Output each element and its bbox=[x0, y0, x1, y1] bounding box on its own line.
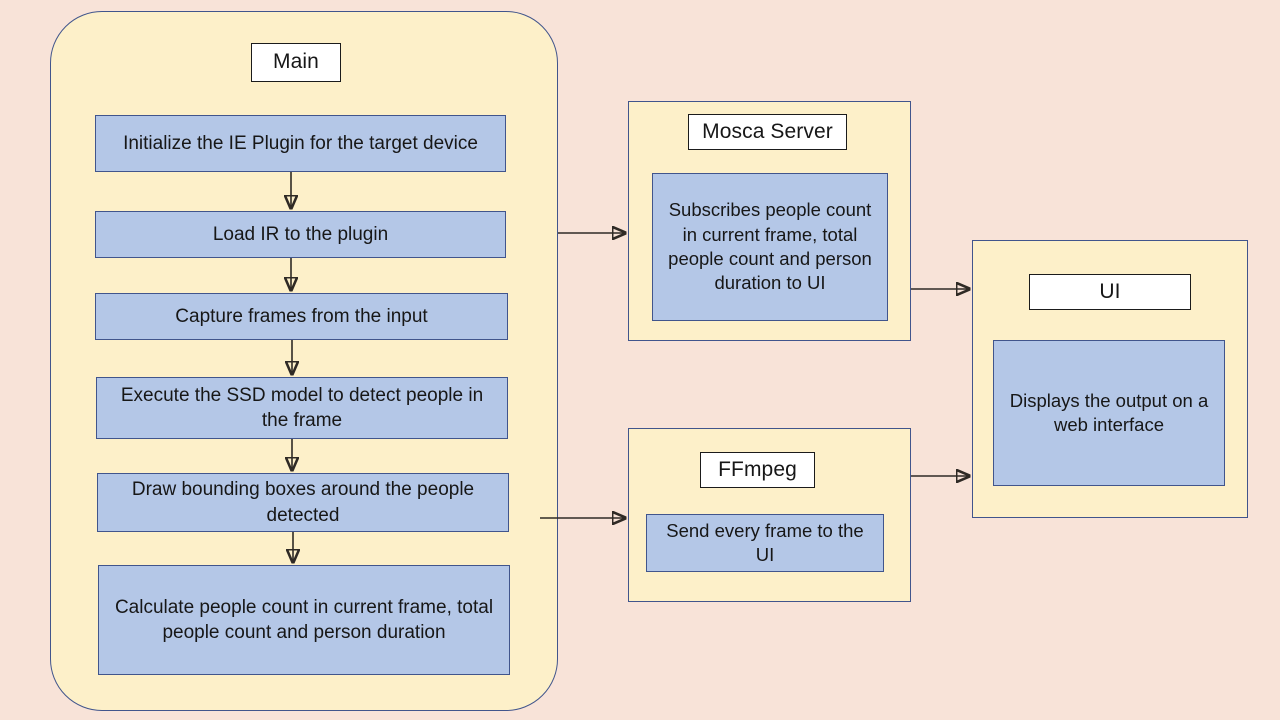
mosca-step-1-text: Subscribes people count in current frame… bbox=[668, 199, 872, 294]
main-step-3-text: Capture frames from the input bbox=[175, 305, 428, 327]
ui-step-1[interactable]: Displays the output on a web interface bbox=[993, 340, 1225, 486]
group-mosca-server-label-text: Mosca Server bbox=[702, 119, 833, 143]
group-ffmpeg-label[interactable]: FFmpeg bbox=[700, 452, 815, 488]
main-step-6[interactable]: Calculate people count in current frame,… bbox=[98, 565, 510, 675]
main-step-2-text: Load IR to the plugin bbox=[212, 223, 389, 245]
group-main-label[interactable]: Main bbox=[251, 43, 341, 82]
main-step-4-text: Execute the SSD model to detect people i… bbox=[120, 384, 484, 431]
main-step-1-text: Initialize the IE Plugin for the target … bbox=[123, 132, 478, 154]
main-step-5[interactable]: Draw bounding boxes around the people de… bbox=[97, 473, 509, 532]
group-mosca-server-label[interactable]: Mosca Server bbox=[688, 114, 847, 150]
ui-step-1-text: Displays the output on a web interface bbox=[1009, 389, 1209, 435]
group-ffmpeg-label-text: FFmpeg bbox=[718, 457, 797, 481]
group-ui-label-text: UI bbox=[1099, 279, 1121, 303]
ffmpeg-step-1[interactable]: Send every frame to the UI bbox=[646, 514, 884, 572]
main-step-2[interactable]: Load IR to the plugin bbox=[95, 211, 506, 258]
group-ui-label[interactable]: UI bbox=[1029, 274, 1191, 310]
main-step-4[interactable]: Execute the SSD model to detect people i… bbox=[96, 377, 508, 439]
main-step-5-text: Draw bounding boxes around the people de… bbox=[131, 479, 475, 526]
main-step-1[interactable]: Initialize the IE Plugin for the target … bbox=[95, 115, 506, 172]
main-step-3[interactable]: Capture frames from the input bbox=[95, 293, 508, 340]
ffmpeg-step-1-text: Send every frame to the UI bbox=[666, 519, 864, 565]
main-step-6-text: Calculate people count in current frame,… bbox=[114, 596, 494, 643]
group-main-label-text: Main bbox=[273, 50, 319, 74]
mosca-step-1[interactable]: Subscribes people count in current frame… bbox=[652, 173, 888, 321]
